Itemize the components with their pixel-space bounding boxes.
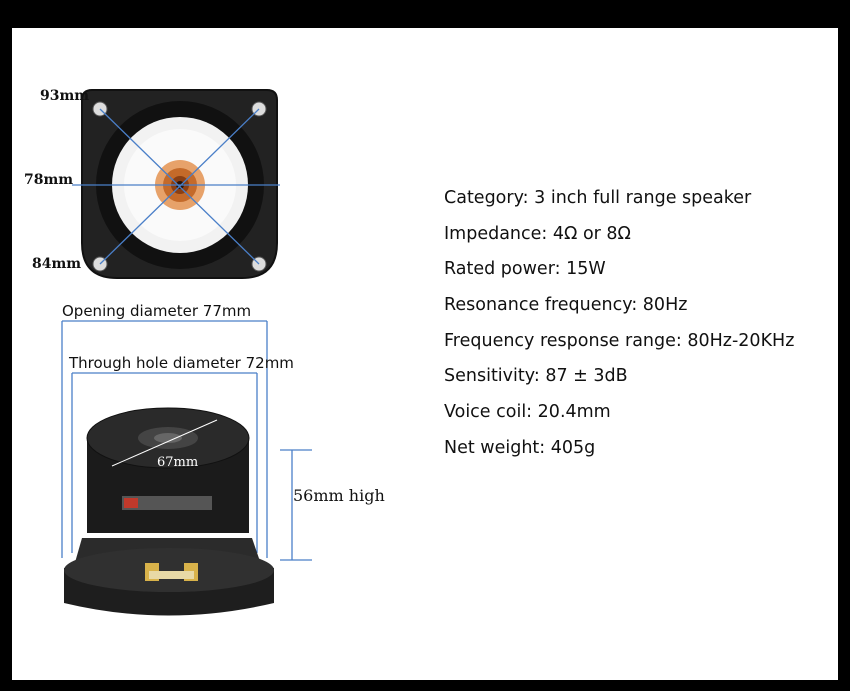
speaker-side-view	[61, 320, 312, 616]
spec-value: 405g	[550, 437, 596, 458]
spec-item: Voice coil: 20.4mm	[444, 398, 794, 434]
spec-label: Category:	[444, 188, 529, 208]
spec-value: 20.4mm	[537, 402, 611, 423]
spec-item: Category: 3 inch full range speaker	[444, 184, 794, 220]
spec-label: Resonance frequency:	[444, 295, 638, 316]
dim-label-84: 84mm	[32, 256, 82, 272]
spec-item: Sensitivity: 87 ± 3dB	[444, 362, 794, 398]
dim-label-78: 78mm	[24, 172, 74, 188]
spec-label: Sensitivity:	[444, 366, 540, 387]
spec-value: 80Hz	[642, 295, 688, 316]
opening-diameter-label: Opening diameter 77mm	[62, 302, 252, 320]
spec-item: Rated power: 15W	[444, 255, 794, 291]
spec-item: Net weight: 405g	[444, 434, 794, 470]
spec-value: 4Ω or 8Ω	[552, 223, 631, 244]
spec-label: Rated power:	[444, 259, 561, 280]
dim-line-84	[99, 108, 260, 265]
height-label: 56mm high	[293, 486, 385, 505]
magnet-diameter-label: 67mm	[157, 455, 199, 470]
spec-value: 80Hz-20KHz	[687, 330, 795, 351]
magnet-dim-line	[111, 419, 218, 467]
spec-label: Impedance:	[444, 223, 548, 244]
spec-value: 15W	[566, 259, 606, 280]
dim-label-93: 93mm	[40, 88, 90, 104]
spec-list: Category: 3 inch full range speaker Impe…	[444, 184, 794, 470]
spec-item: Frequency response range: 80Hz-20KHz	[444, 327, 794, 363]
magnet-sticker	[122, 496, 212, 510]
through-hole-label: Through hole diameter 72mm	[69, 354, 294, 372]
spec-label: Net weight:	[444, 437, 546, 458]
spec-value: 87 ± 3dB	[545, 366, 628, 387]
spec-item: Resonance frequency: 80Hz	[444, 291, 794, 327]
spec-value: 3 inch full range speaker	[534, 188, 752, 208]
product-panel: 93mm 78mm 84mm	[12, 28, 838, 680]
spec-label: Voice coil:	[444, 402, 533, 423]
speaker-front-view	[72, 89, 280, 279]
spec-item: Impedance: 4Ω or 8Ω	[444, 220, 794, 256]
spec-label: Frequency response range:	[444, 330, 682, 351]
